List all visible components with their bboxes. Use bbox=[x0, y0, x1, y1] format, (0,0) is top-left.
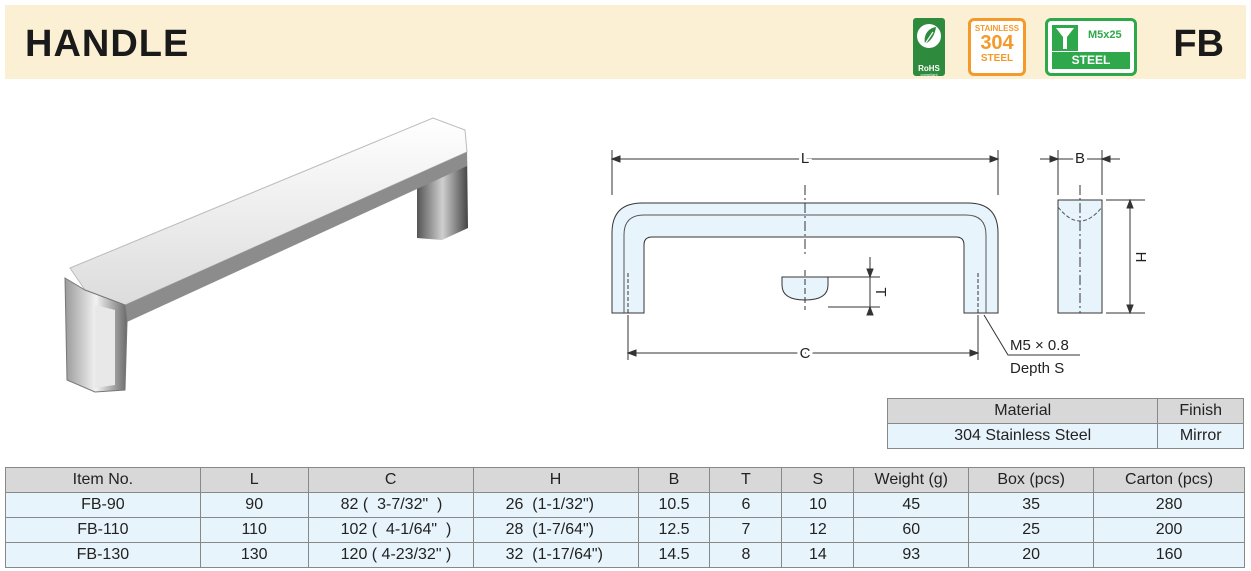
col-B: B bbox=[637, 467, 711, 493]
cell-item: FB-110 bbox=[5, 517, 201, 543]
cell-weight: 60 bbox=[853, 517, 970, 543]
material-row: 304 Stainless Steel Mirror bbox=[886, 423, 1244, 449]
stainless-bottom-label: STEEL bbox=[980, 53, 1014, 64]
dim-T: T bbox=[872, 287, 889, 296]
cell-weight: 45 bbox=[853, 492, 970, 518]
dim-L: L bbox=[801, 150, 809, 167]
table-row: FB-90 90 82 ( 3-7/32" ) 26 (1-1/32") 10.… bbox=[5, 492, 1245, 518]
material-table: Material Finish 304 Stainless Steel Mirr… bbox=[886, 398, 1244, 449]
cell-T: 7 bbox=[709, 517, 783, 543]
cell-item: FB-90 bbox=[5, 492, 201, 518]
col-weight: Weight (g) bbox=[853, 467, 970, 493]
cell-L: 110 bbox=[199, 517, 309, 543]
product-code: FB bbox=[1173, 23, 1224, 65]
cell-L: 130 bbox=[199, 542, 309, 568]
cell-B: 10.5 bbox=[637, 492, 711, 518]
screw-icon bbox=[1052, 25, 1078, 51]
table-row: FB-130 130 120 ( 4-23/32" ) 32 (1-17/64"… bbox=[5, 542, 1245, 568]
handle-photo bbox=[64, 117, 468, 393]
stainless-top-label: STAINLESS bbox=[974, 24, 1020, 33]
cell-B: 14.5 bbox=[637, 542, 711, 568]
spec-header-row: Item No. L C H B T S Weight (g) Box (pcs… bbox=[5, 467, 1245, 493]
col-box: Box (pcs) bbox=[968, 467, 1095, 493]
rohs-sublabel: compliant bbox=[920, 72, 938, 77]
material-header-row: Material Finish bbox=[886, 398, 1244, 424]
leaf-icon bbox=[917, 24, 941, 48]
material-header: Material bbox=[886, 398, 1159, 424]
cell-H: 28 (1-7/64") bbox=[472, 517, 639, 543]
col-C: C bbox=[307, 467, 474, 493]
cell-box: 35 bbox=[968, 492, 1095, 518]
header-banner: HANDLE RoHS compliant STAINLESS 304 STEE… bbox=[5, 5, 1246, 79]
material-value: 304 Stainless Steel bbox=[886, 423, 1159, 449]
dim-C: C bbox=[800, 345, 811, 362]
cell-B: 12.5 bbox=[637, 517, 711, 543]
cell-H: 26 (1-1/32") bbox=[472, 492, 639, 518]
screw-material: STEEL bbox=[1052, 52, 1130, 69]
screw-size: M5x25 bbox=[1088, 29, 1122, 41]
rohs-label: RoHS bbox=[918, 64, 940, 73]
col-S: S bbox=[781, 467, 855, 493]
cell-carton: 280 bbox=[1093, 492, 1245, 518]
col-L: L bbox=[199, 467, 309, 493]
cell-carton: 200 bbox=[1093, 517, 1245, 543]
stainless-304-badge: STAINLESS 304 STEEL bbox=[968, 18, 1026, 76]
dim-H: H bbox=[1132, 252, 1149, 263]
col-T: T bbox=[709, 467, 783, 493]
cell-item: FB-130 bbox=[5, 542, 201, 568]
cell-S: 14 bbox=[781, 542, 855, 568]
stainless-grade: 304 bbox=[980, 32, 1014, 54]
cell-S: 10 bbox=[781, 492, 855, 518]
dimension-drawing: L B H T C M5 × 0.8 Depth S bbox=[610, 147, 1149, 377]
finish-value: Mirror bbox=[1157, 423, 1244, 449]
thread-depth: Depth S bbox=[1010, 360, 1064, 377]
col-H: H bbox=[472, 467, 639, 493]
cell-box: 25 bbox=[968, 517, 1095, 543]
col-carton: Carton (pcs) bbox=[1093, 467, 1245, 493]
finish-header: Finish bbox=[1157, 398, 1244, 424]
spec-table: Item No. L C H B T S Weight (g) Box (pcs… bbox=[5, 467, 1245, 568]
dim-B: B bbox=[1075, 150, 1085, 167]
cell-L: 90 bbox=[199, 492, 309, 518]
cell-carton: 160 bbox=[1093, 542, 1245, 568]
cell-T: 8 bbox=[709, 542, 783, 568]
cell-H: 32 (1-17/64") bbox=[472, 542, 639, 568]
table-row: FB-110 110 102 ( 4-1/64" ) 28 (1-7/64") … bbox=[5, 517, 1245, 543]
cell-weight: 93 bbox=[853, 542, 970, 568]
rohs-badge: RoHS compliant bbox=[913, 18, 945, 77]
page-title: HANDLE bbox=[25, 23, 190, 65]
col-item-no: Item No. bbox=[5, 467, 201, 493]
cell-C: 120 ( 4-23/32" ) bbox=[307, 542, 474, 568]
cell-T: 6 bbox=[709, 492, 783, 518]
cell-S: 12 bbox=[781, 517, 855, 543]
thread-spec: M5 × 0.8 bbox=[1010, 337, 1069, 354]
cell-C: 102 ( 4-1/64" ) bbox=[307, 517, 474, 543]
screw-steel-badge: M5x25 STEEL bbox=[1045, 18, 1137, 76]
cell-C: 82 ( 3-7/32" ) bbox=[307, 492, 474, 518]
cell-box: 20 bbox=[968, 542, 1095, 568]
